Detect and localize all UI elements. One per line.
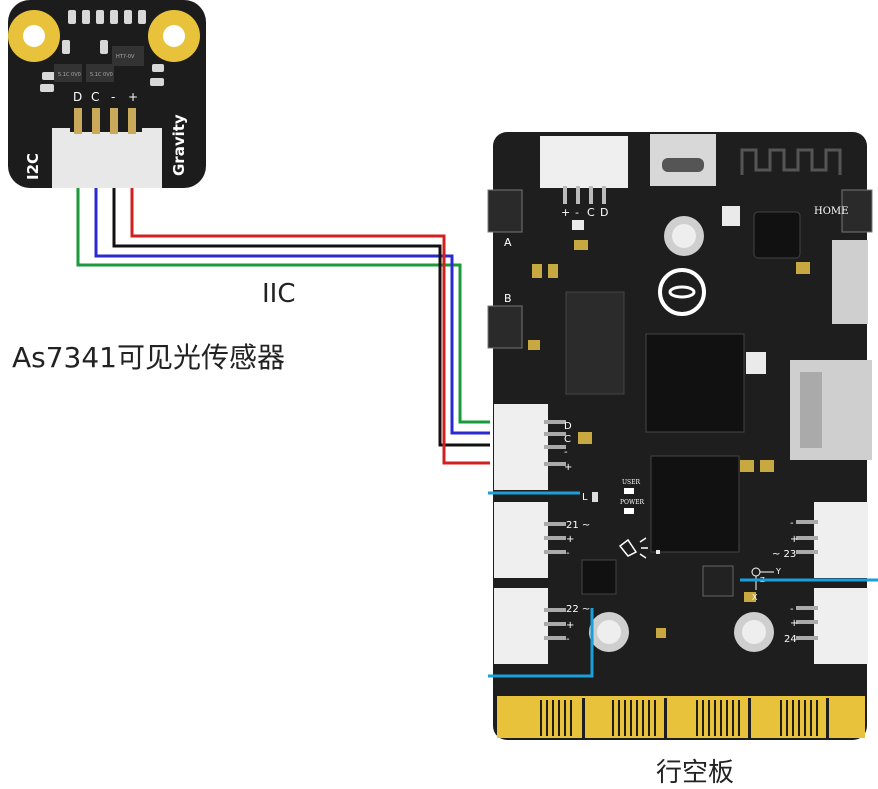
port-21-signal: 21 ~ bbox=[566, 520, 590, 531]
port-24-signal: 24 bbox=[784, 634, 797, 645]
port-21-connector bbox=[494, 502, 548, 578]
sensor-gravity-label: Gravity bbox=[170, 114, 188, 176]
wire-red-vcc bbox=[130, 110, 490, 465]
chip-left bbox=[565, 291, 625, 395]
axis-x-label: X bbox=[752, 593, 758, 602]
axis-y-label: Y bbox=[775, 567, 781, 576]
board-logo bbox=[658, 268, 706, 316]
buzzer bbox=[581, 559, 617, 595]
board-top-connector bbox=[540, 136, 628, 188]
chip-top-right bbox=[753, 211, 801, 259]
port-23-gnd: - bbox=[790, 518, 794, 529]
port-22-connector bbox=[494, 588, 548, 664]
gold-edge-connector bbox=[497, 696, 865, 738]
i2c-wires bbox=[76, 110, 490, 465]
sensor-i2c-label: I2C bbox=[24, 153, 42, 180]
board-i2c-pin-d: D bbox=[564, 421, 572, 432]
home-label: HOME bbox=[814, 206, 848, 217]
port-23-signal: ~ 23 bbox=[772, 549, 796, 560]
sensor-chip-text-3: HT7-0V bbox=[116, 54, 135, 60]
sd-card-slot bbox=[832, 240, 868, 324]
board-top-pin-d: D bbox=[600, 206, 608, 219]
port-22-vcc: + bbox=[566, 620, 574, 631]
user-led bbox=[624, 488, 634, 494]
sensor-pin-vcc: + bbox=[128, 90, 138, 104]
as7341-sensor-module: 5.1C 0V0 5.1C 0V0 HT7-0V D C - + I2C Gra… bbox=[8, 0, 206, 188]
button-a-label: A bbox=[504, 236, 512, 249]
sensor-pin-c: C bbox=[91, 90, 99, 104]
user-led-label: USER bbox=[622, 479, 641, 486]
home-button[interactable] bbox=[841, 189, 873, 233]
port-24-vcc: + bbox=[790, 618, 798, 629]
chip-imu bbox=[702, 565, 734, 597]
wire-blue-clock bbox=[94, 110, 490, 435]
button-b-label: B bbox=[504, 292, 512, 305]
sensor-chip-text-2: 5.1C 0V0 bbox=[90, 72, 113, 78]
button-a[interactable] bbox=[487, 189, 523, 233]
sensor-connector bbox=[52, 128, 162, 188]
board-i2c-pin-vcc: + bbox=[564, 462, 572, 473]
power-led-label: POWER bbox=[620, 499, 645, 506]
port-22-signal: 22 ~ bbox=[566, 604, 590, 615]
cyan-guide-lines bbox=[488, 491, 878, 678]
iic-label: IIC bbox=[262, 279, 296, 309]
sensor-pin-gnd: - bbox=[111, 90, 115, 104]
chip-main bbox=[645, 333, 745, 433]
chip-memory bbox=[650, 455, 740, 553]
port-24-gnd: - bbox=[790, 604, 794, 615]
port-23-connector bbox=[814, 502, 868, 578]
port-21-gnd: - bbox=[566, 548, 570, 559]
board-top-pin-vcc: + bbox=[561, 206, 570, 219]
board-i2c-connector bbox=[494, 404, 548, 490]
wire-black-gnd bbox=[112, 110, 490, 447]
port-24-connector bbox=[814, 588, 868, 664]
unihiker-board: + - C D A B HOME bbox=[487, 132, 878, 740]
sensor-chip-text-1: 5.1C 0V0 bbox=[58, 72, 81, 78]
board-i2c-pin-c: C bbox=[564, 434, 571, 445]
sensor-pin-d: D bbox=[73, 90, 82, 104]
power-led bbox=[624, 508, 634, 514]
led-l-label: L bbox=[582, 492, 588, 503]
board-top-pin-c: C bbox=[587, 206, 595, 219]
board-i2c-pin-gnd: - bbox=[564, 447, 568, 458]
port-23-vcc: + bbox=[790, 534, 798, 545]
button-b[interactable] bbox=[487, 305, 523, 349]
speaker-icon bbox=[618, 537, 648, 559]
sensor-name-label: As7341可见光传感器 bbox=[12, 341, 286, 374]
board-top-pin-gnd: - bbox=[575, 206, 579, 219]
board-name-label: 行空板 bbox=[656, 758, 735, 788]
wifi-antenna bbox=[740, 148, 842, 175]
port-22-gnd: - bbox=[566, 634, 570, 645]
wire-green-data bbox=[76, 110, 490, 424]
port-21-vcc: + bbox=[566, 534, 574, 545]
